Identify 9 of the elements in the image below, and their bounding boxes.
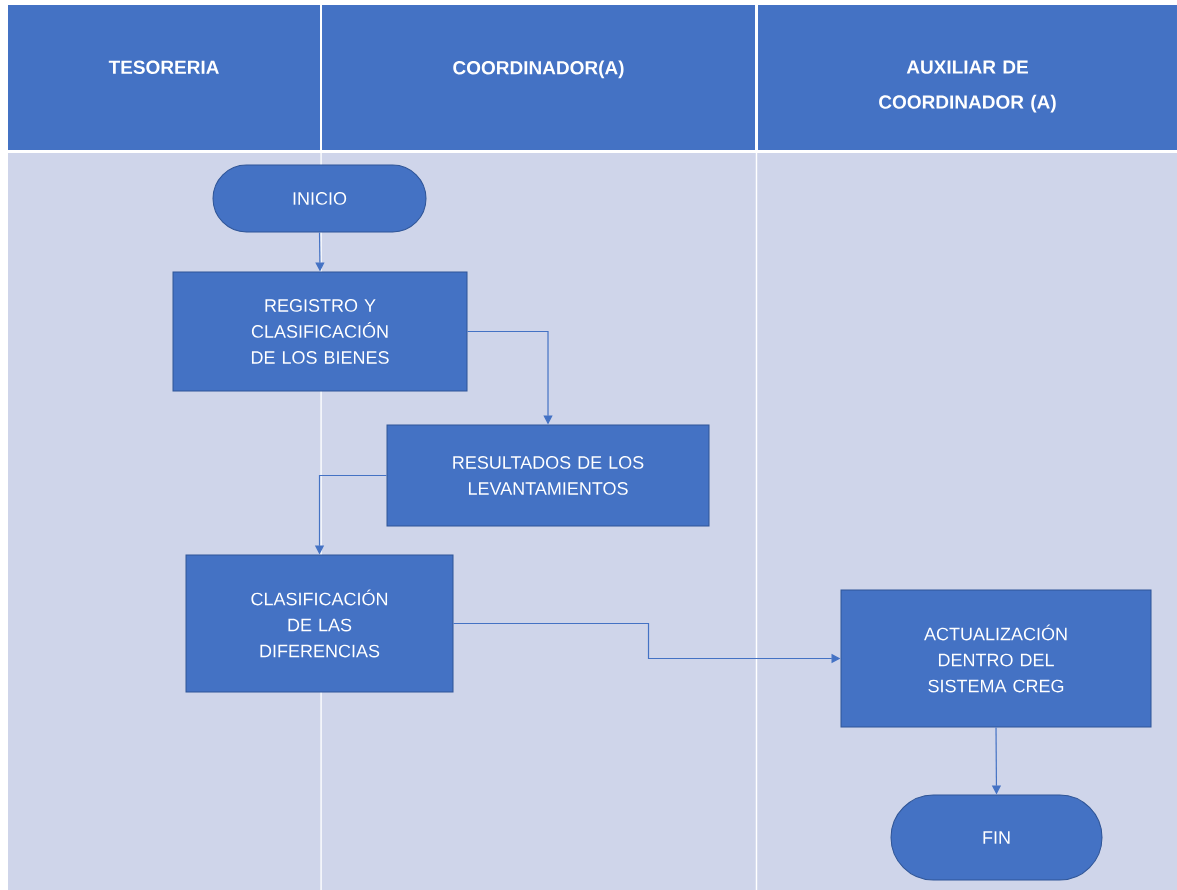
process-box: CLASIFICACIÓN DE LAS DIFERENCIAS — [185, 554, 454, 693]
lane-header: COORDINADOR(A) — [322, 5, 755, 150]
process-box: REGISTRO Y CLASIFICACIÓN DE LOS BIENES — [172, 271, 468, 392]
process-box: RESULTADOS DE LOS LEVANTAMIENTOS — [386, 424, 710, 527]
node-label: TESORERIA — [108, 60, 219, 74]
lane-header: AUXILIAR DE COORDINADOR (A) — [758, 5, 1177, 150]
process-box: ACTUALIZACIÓN DENTRO DEL SISTEMA CREG — [840, 589, 1152, 728]
node-label: COORDINADOR(A) — [453, 60, 624, 79]
lane-header: TESORERIA — [8, 5, 320, 150]
